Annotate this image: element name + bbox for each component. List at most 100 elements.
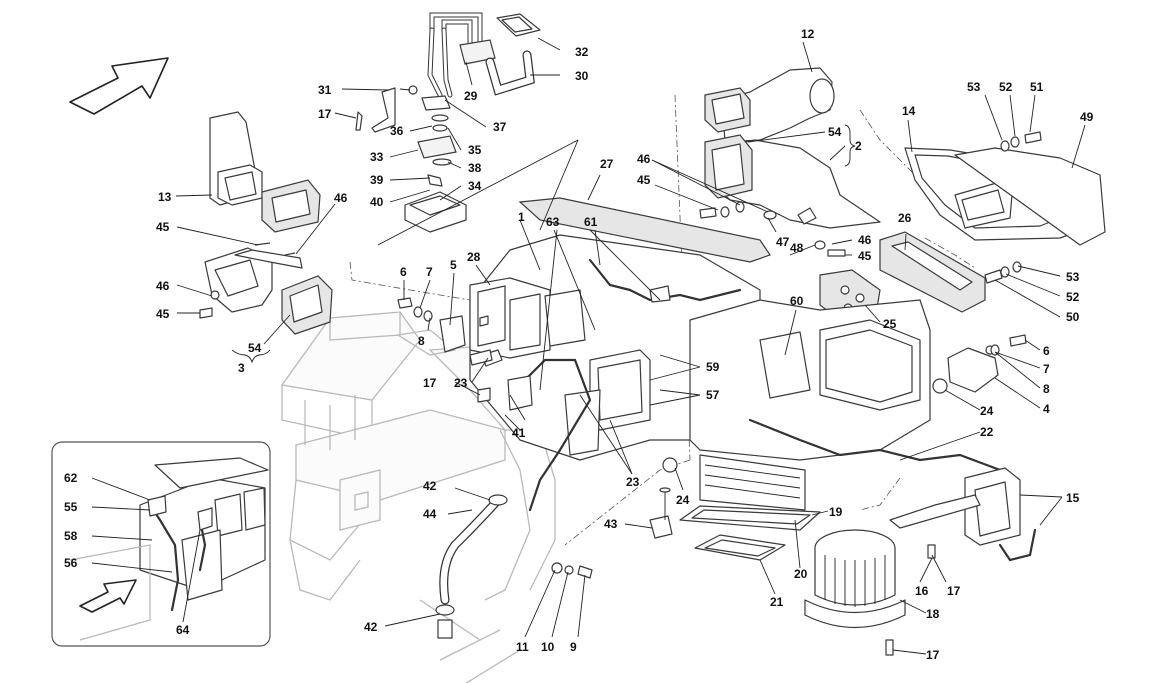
callout-14: 14 [902, 104, 916, 118]
callout-6: 6 [1043, 344, 1050, 358]
callout-5: 5 [450, 258, 457, 272]
callout-27: 27 [600, 157, 614, 171]
callout-53: 53 [1066, 270, 1080, 284]
callout-7: 7 [1043, 362, 1050, 376]
callout-46: 46 [156, 279, 170, 293]
callout-26: 26 [898, 211, 912, 225]
frame-21 [694, 534, 786, 561]
callout-10: 10 [541, 640, 555, 654]
callout-19: 19 [829, 505, 843, 519]
callout-35: 35 [468, 143, 482, 157]
callout-52: 52 [999, 80, 1013, 94]
air-duct-12 [704, 67, 881, 229]
callout-46: 46 [637, 152, 651, 166]
callout-64: 64 [176, 623, 190, 637]
callout-34: 34 [468, 179, 482, 193]
foam-duct-26 [879, 231, 986, 313]
callout-24: 24 [676, 493, 690, 507]
callout-45: 45 [858, 249, 872, 263]
callout-42: 42 [364, 620, 378, 634]
callout-58: 58 [64, 529, 78, 543]
inset-detail [51, 441, 271, 647]
callout-16: 16 [915, 584, 929, 598]
callout-17: 17 [947, 584, 961, 598]
callout-2: 2 [855, 139, 862, 153]
direction-arrow [69, 57, 169, 115]
callout-55: 55 [64, 500, 78, 514]
fasteners [199, 131, 1042, 656]
drain-hose-44 [435, 494, 508, 639]
callout-46: 46 [858, 233, 872, 247]
callout-13: 13 [158, 190, 172, 204]
callout-61: 61 [584, 215, 598, 229]
callout-43: 43 [604, 517, 618, 531]
control-unit-15 [889, 467, 1037, 562]
callout-42: 42 [423, 479, 437, 493]
callout-8: 8 [418, 334, 425, 348]
callout-7: 7 [426, 265, 433, 279]
callout-3: 3 [238, 361, 245, 375]
callout-45: 45 [156, 220, 170, 234]
callout-33: 33 [370, 150, 384, 164]
callout-53: 53 [967, 80, 981, 94]
callout-15: 15 [1066, 491, 1080, 505]
bushing-43 [649, 487, 673, 539]
callout-39: 39 [370, 173, 384, 187]
hvac-housing [469, 197, 1002, 512]
expansion-valve-assembly [355, 12, 541, 233]
callout-49: 49 [1080, 110, 1094, 124]
callout-36: 36 [390, 124, 404, 138]
callout-29: 29 [464, 89, 478, 103]
callout-11: 11 [516, 640, 529, 654]
air-duct-14 [904, 147, 1106, 246]
filter-19 [679, 505, 821, 531]
callout-28: 28 [467, 250, 481, 264]
callout-41: 41 [512, 426, 526, 440]
callout-12: 12 [801, 27, 815, 41]
fasteners-9-11 [551, 562, 593, 579]
callout-17: 17 [926, 648, 940, 662]
callout-54: 54 [248, 341, 262, 355]
callout-47: 47 [776, 235, 790, 249]
callout-45: 45 [156, 307, 170, 321]
callout-57: 57 [706, 388, 720, 402]
callout-31: 31 [318, 83, 332, 97]
callout-54: 54 [828, 125, 842, 139]
callout-23: 23 [626, 475, 640, 489]
callout-9: 9 [570, 640, 577, 654]
callout-37: 37 [493, 120, 507, 134]
callout-22: 22 [980, 425, 994, 439]
mounting-block-4 [932, 345, 999, 394]
callout-50: 50 [1066, 310, 1080, 324]
callout-24: 24 [980, 404, 994, 418]
callout-17: 17 [318, 107, 332, 121]
callout-59: 59 [706, 360, 720, 374]
callout-labels: 1 2 3 4 5 6 6 7 7 8 8 9 10 11 12 13 14 1… [64, 27, 1094, 662]
callout-40: 40 [370, 195, 384, 209]
callout-51: 51 [1030, 80, 1044, 94]
callout-38: 38 [468, 161, 482, 175]
blower-fan-18 [804, 529, 906, 628]
callout-56: 56 [64, 556, 78, 570]
air-duct-3 [204, 247, 333, 335]
callout-1: 1 [518, 210, 525, 224]
callout-62: 62 [64, 471, 78, 485]
callout-45: 45 [637, 173, 651, 187]
callout-25: 25 [883, 317, 897, 331]
callout-17: 17 [423, 376, 437, 390]
callout-32: 32 [575, 45, 589, 59]
air-duct-13 [209, 111, 321, 233]
callout-60: 60 [790, 294, 804, 308]
callout-30: 30 [575, 69, 589, 83]
callout-4: 4 [1043, 402, 1050, 416]
callout-63: 63 [546, 215, 560, 229]
callout-6: 6 [400, 265, 407, 279]
callout-52: 52 [1066, 290, 1080, 304]
callout-44: 44 [423, 507, 437, 521]
leader-lines [91, 37, 1086, 655]
callout-8: 8 [1043, 382, 1050, 396]
callout-21: 21 [770, 595, 784, 609]
callout-48: 48 [790, 241, 804, 255]
callout-46: 46 [334, 191, 348, 205]
